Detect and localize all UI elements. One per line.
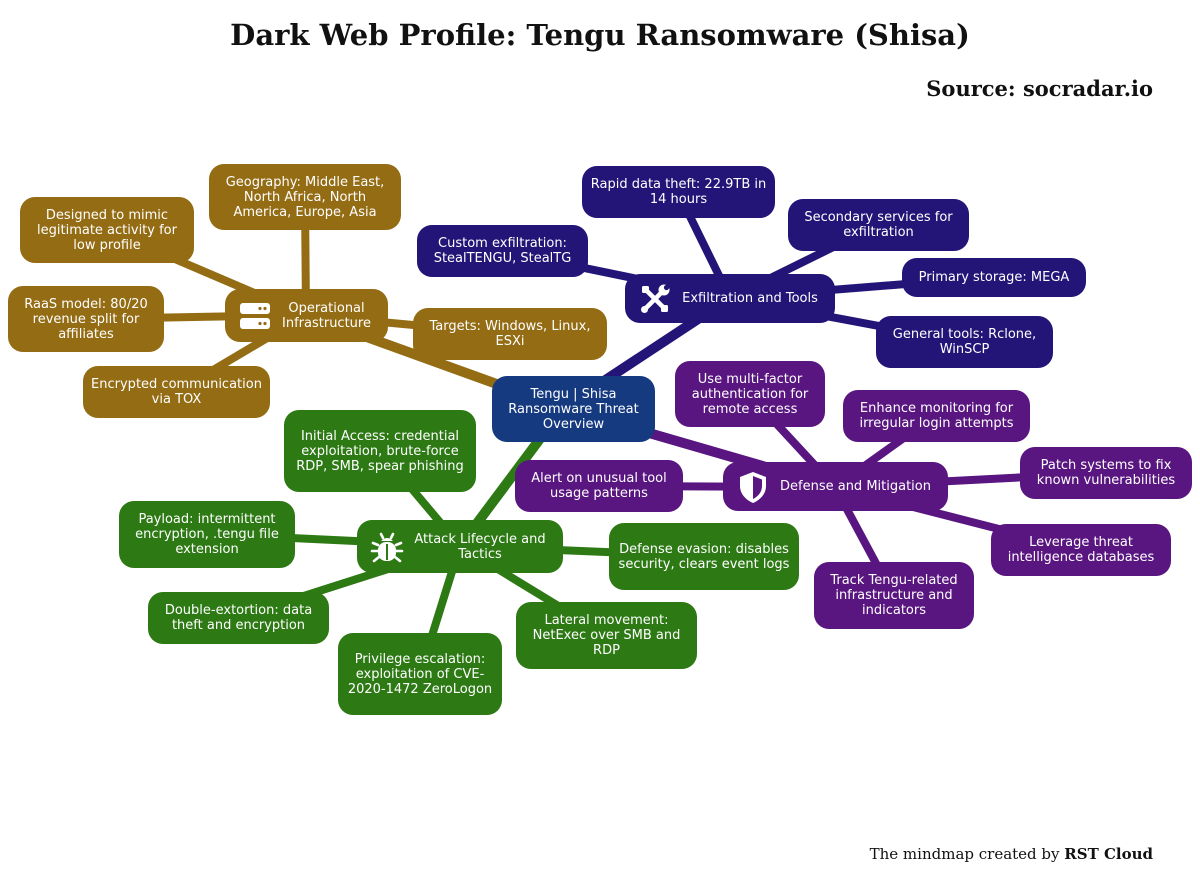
operational-item-label: Designed to mimic legitimate activity fo… bbox=[37, 207, 177, 253]
attack-item-label: Initial Access: credential exploitation,… bbox=[296, 428, 464, 474]
exfiltration-item-label: Rapid data theft: 22.9TB in 14 hours bbox=[590, 177, 767, 207]
attack-item-label: Defense evasion: disables security, clea… bbox=[618, 541, 790, 572]
operational-item[interactable]: RaaS model: 80/20 revenue split for affi… bbox=[8, 286, 164, 352]
attack-hub-label: Attack Lifecycle and Tactics bbox=[414, 531, 546, 562]
attack-item[interactable]: Lateral movement: NetExec over SMB and R… bbox=[516, 602, 697, 669]
defense-item[interactable]: Enhance monitoring for irregular login a… bbox=[843, 390, 1030, 442]
exfiltration-item-label: Primary storage: MEGA bbox=[918, 270, 1070, 285]
defense-item[interactable]: Use multi-factor authentication for remo… bbox=[675, 361, 825, 427]
source-label: Source: socradar.io bbox=[926, 76, 1153, 101]
root-node[interactable]: Tengu | Shisa Ransomware Threat Overview bbox=[492, 376, 655, 442]
credit-brand: RST Cloud bbox=[1064, 845, 1153, 863]
exfiltration-item[interactable]: Custom exfiltration: StealTENGU, StealTG bbox=[417, 225, 588, 277]
exfiltration-item-label: Secondary services for exfiltration bbox=[804, 210, 953, 240]
page-title: Dark Web Profile: Tengu Ransomware (Shis… bbox=[230, 18, 970, 52]
attack-item[interactable]: Payload: intermittent encryption, .tengu… bbox=[119, 501, 295, 568]
operational-item[interactable]: Encrypted communication via TOX bbox=[83, 366, 270, 418]
operational-item[interactable]: Designed to mimic legitimate activity fo… bbox=[20, 197, 194, 263]
exfiltration-item[interactable]: General tools: Rclone, WinSCP bbox=[876, 316, 1053, 368]
operational-item-label: Encrypted communication via TOX bbox=[91, 377, 262, 407]
tools-icon bbox=[637, 281, 673, 317]
exfiltration-item[interactable]: Secondary services for exfiltration bbox=[788, 199, 969, 251]
credit-prefix: The mindmap created by bbox=[869, 845, 1060, 863]
attack-item-label: Lateral movement: NetExec over SMB and R… bbox=[532, 613, 681, 658]
operational-item-label: Geography: Middle East, North Africa, No… bbox=[225, 174, 385, 220]
shield-icon bbox=[735, 469, 771, 505]
attack-item[interactable]: Initial Access: credential exploitation,… bbox=[284, 410, 476, 492]
defense-item[interactable]: Alert on unusual tool usage patterns bbox=[515, 460, 683, 512]
defense-item-label: Track Tengu-related infrastructure and i… bbox=[830, 573, 958, 618]
operational-item[interactable]: Targets: Windows, Linux, ESXi bbox=[413, 308, 607, 360]
root-node-label: Tengu | Shisa Ransomware Threat Overview bbox=[508, 386, 639, 432]
attack-item-label: Payload: intermittent encryption, .tengu… bbox=[135, 512, 279, 557]
bug-icon bbox=[369, 529, 405, 565]
defense-item-label: Enhance monitoring for irregular login a… bbox=[859, 401, 1014, 431]
exfiltration-hub[interactable]: Exfiltration and Tools bbox=[625, 274, 835, 323]
defense-item-label: Use multi-factor authentication for remo… bbox=[691, 371, 809, 417]
defense-item[interactable]: Leverage threat intelligence databases bbox=[991, 524, 1171, 576]
server-icon bbox=[237, 298, 273, 334]
attack-item-label: Privilege escalation: exploitation of CV… bbox=[347, 651, 493, 697]
attack-item[interactable]: Privilege escalation: exploitation of CV… bbox=[338, 633, 502, 715]
defense-item-label: Alert on unusual tool usage patterns bbox=[531, 471, 667, 501]
operational-item-label: RaaS model: 80/20 revenue split for affi… bbox=[24, 296, 148, 342]
defense-hub-label: Defense and Mitigation bbox=[780, 479, 931, 494]
exfiltration-item-label: General tools: Rclone, WinSCP bbox=[892, 327, 1037, 357]
defense-item[interactable]: Track Tengu-related infrastructure and i… bbox=[814, 562, 974, 629]
attack-item[interactable]: Defense evasion: disables security, clea… bbox=[609, 523, 799, 590]
attack-item-label: Double-extortion: data theft and encrypt… bbox=[164, 603, 313, 633]
exfiltration-item-label: Custom exfiltration: StealTENGU, StealTG bbox=[433, 236, 572, 266]
operational-item-label: Targets: Windows, Linux, ESXi bbox=[429, 319, 591, 349]
defense-item-label: Leverage threat intelligence databases bbox=[1007, 535, 1155, 565]
defense-item[interactable]: Patch systems to fix known vulnerabiliti… bbox=[1020, 447, 1192, 499]
defense-item-label: Patch systems to fix known vulnerabiliti… bbox=[1036, 458, 1176, 488]
exfiltration-item[interactable]: Rapid data theft: 22.9TB in 14 hours bbox=[582, 166, 775, 218]
attack-hub[interactable]: Attack Lifecycle and Tactics bbox=[357, 520, 563, 573]
credit-line: The mindmap created by RST Cloud bbox=[870, 845, 1153, 863]
operational-item[interactable]: Geography: Middle East, North Africa, No… bbox=[209, 164, 401, 230]
operational-hub-label: Operational Infrastructure bbox=[282, 300, 371, 331]
operational-hub[interactable]: Operational Infrastructure bbox=[225, 289, 388, 342]
exfiltration-item[interactable]: Primary storage: MEGA bbox=[902, 258, 1086, 297]
exfiltration-hub-label: Exfiltration and Tools bbox=[682, 291, 818, 306]
attack-item[interactable]: Double-extortion: data theft and encrypt… bbox=[148, 592, 329, 644]
defense-hub[interactable]: Defense and Mitigation bbox=[723, 462, 948, 511]
